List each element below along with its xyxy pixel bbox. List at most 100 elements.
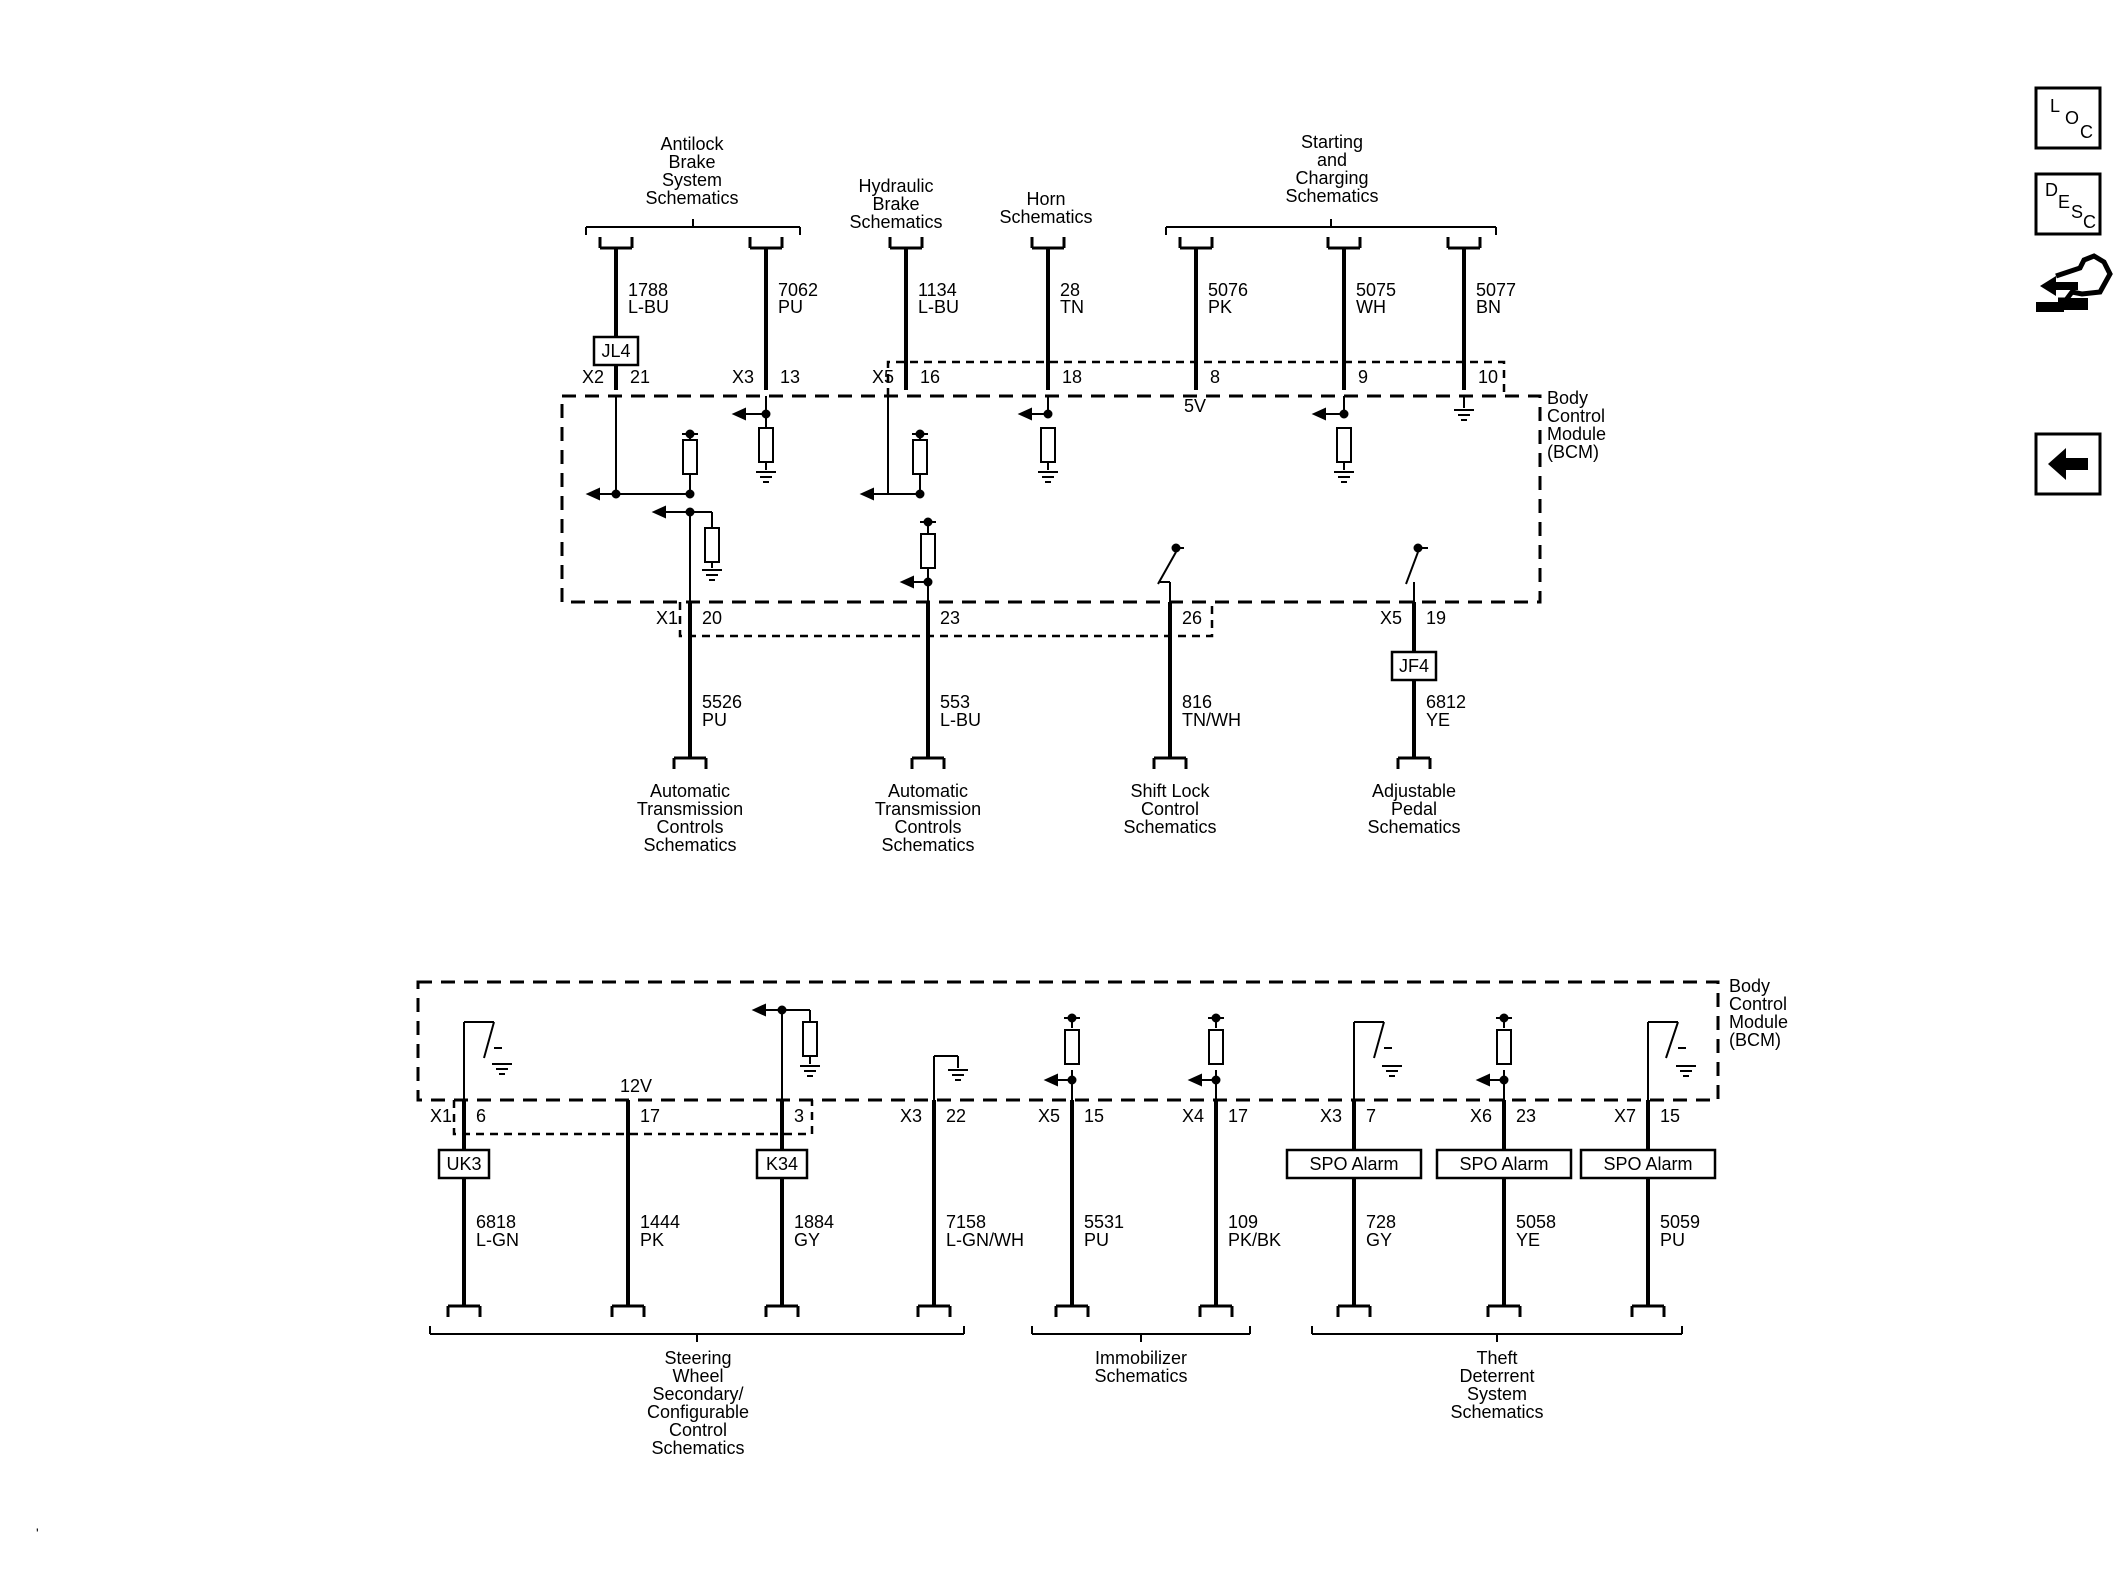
splice-jl4: JL4 xyxy=(601,341,630,361)
group-label-steering: Secondary/ xyxy=(652,1384,743,1404)
pin-number: 3 xyxy=(794,1106,804,1126)
wire-color: GY xyxy=(794,1230,820,1250)
splice-box xyxy=(1579,1148,1717,1180)
group-label-charging: and xyxy=(1317,150,1347,170)
junction-dot xyxy=(1211,1075,1221,1085)
back-button[interactable] xyxy=(2034,432,2102,496)
voltage-label: 5V xyxy=(1184,396,1206,416)
wire-color: L-GN/WH xyxy=(946,1230,1024,1250)
junction-dot xyxy=(685,507,695,517)
connector-id: X1 xyxy=(430,1106,452,1126)
junction-dot xyxy=(1043,409,1053,419)
connector-id: X4 xyxy=(1182,1106,1204,1126)
bcm-label: Body xyxy=(1547,388,1588,408)
destination-label: Controls xyxy=(894,817,961,837)
pin-number: 8 xyxy=(1210,367,1220,387)
wire-circuit: 5059 xyxy=(1660,1212,1700,1232)
bcm-label: Body xyxy=(1729,976,1770,996)
pin-number: 10 xyxy=(1478,367,1498,387)
group-label-horn: Schematics xyxy=(999,207,1092,227)
bcm-label: Control xyxy=(1729,994,1787,1014)
connector-id: X3 xyxy=(732,367,754,387)
left-arrow-icon xyxy=(2048,448,2088,480)
group-label-immobilizer: Immobilizer xyxy=(1095,1348,1187,1368)
connector-id: X3 xyxy=(900,1106,922,1126)
resistor xyxy=(920,533,936,569)
wire-circuit: 816 xyxy=(1182,692,1212,712)
splice-box: SPO Alarm xyxy=(1309,1154,1398,1174)
group-label-steering: Schematics xyxy=(651,1438,744,1458)
destination-label: Schematics xyxy=(1367,817,1460,837)
connector-x1-bottom-outline xyxy=(452,1100,814,1136)
wire-circuit: 5531 xyxy=(1084,1212,1124,1232)
splice-box: K34 xyxy=(766,1154,798,1174)
resistor xyxy=(1208,1029,1224,1065)
bcm-label: (BCM) xyxy=(1729,1030,1781,1050)
splice-box: SPO Alarm xyxy=(1459,1154,1548,1174)
loc-button[interactable]: L O C xyxy=(2034,86,2102,150)
wire-color: PU xyxy=(1660,1230,1685,1250)
arrow-icon xyxy=(1475,1073,1490,1087)
arrow-icon xyxy=(899,575,914,589)
wire-circuit: 1788 xyxy=(628,280,668,300)
wire-circuit: 5077 xyxy=(1476,280,1516,300)
group-label-abs: System xyxy=(662,170,722,190)
diagram-lines xyxy=(416,219,1720,1342)
pin-number: 15 xyxy=(1084,1106,1104,1126)
arrow-icon xyxy=(731,407,746,421)
wire-color: L-BU xyxy=(628,297,669,317)
group-label-abs: Brake xyxy=(668,152,715,172)
group-label-abs: Antilock xyxy=(660,134,724,154)
group-label-theft: Deterrent xyxy=(1459,1366,1534,1386)
arrow-icon xyxy=(859,487,874,501)
resistor xyxy=(758,427,774,463)
group-label-steering: Steering xyxy=(664,1348,731,1368)
pin-number: 23 xyxy=(1516,1106,1536,1126)
wire-color: PK xyxy=(1208,297,1232,317)
connector-views-icon[interactable] xyxy=(2036,253,2113,312)
pin-number: 13 xyxy=(780,367,800,387)
pin-number: 17 xyxy=(1228,1106,1248,1126)
splice-box: SPO Alarm xyxy=(1603,1154,1692,1174)
wire-color: TN xyxy=(1060,297,1084,317)
wire-circuit: 1444 xyxy=(640,1212,680,1232)
wire-circuit: 7062 xyxy=(778,280,818,300)
connector-id: X3 xyxy=(1320,1106,1342,1126)
resistor xyxy=(704,527,720,563)
junction-dot xyxy=(1499,1075,1509,1085)
wire xyxy=(1665,1021,1679,1059)
wire-color: GY xyxy=(1366,1230,1392,1250)
wire-circuit: 728 xyxy=(1366,1212,1396,1232)
wire-circuit: 5076 xyxy=(1208,280,1248,300)
arrow-icon xyxy=(585,487,600,501)
pin-number: 26 xyxy=(1182,608,1202,628)
connector-id: X6 xyxy=(1470,1106,1492,1126)
wire-circuit: 5075 xyxy=(1356,280,1396,300)
desc-letter-1: D xyxy=(2045,180,2058,200)
connector-id: X5 xyxy=(1038,1106,1060,1126)
wire-circuit: 6818 xyxy=(476,1212,516,1232)
connector-id: X1 xyxy=(656,608,678,628)
resistor xyxy=(1496,1029,1512,1065)
wire-color: PU xyxy=(1084,1230,1109,1250)
bcm-label: Control xyxy=(1547,406,1605,426)
group-label-theft: Theft xyxy=(1476,1348,1517,1368)
arrow-icon xyxy=(1017,407,1032,421)
wire-color: WH xyxy=(1356,297,1386,317)
group-label-immobilizer: Schematics xyxy=(1094,1366,1187,1386)
splice-box: UK3 xyxy=(446,1154,481,1174)
resistor xyxy=(682,439,698,475)
junction-dot xyxy=(1067,1075,1077,1085)
desc-button[interactable]: D E S C xyxy=(2034,172,2102,236)
arrow-icon xyxy=(1187,1073,1202,1087)
wire-circuit: 5058 xyxy=(1516,1212,1556,1232)
destination-label: Automatic xyxy=(888,781,968,801)
junction-dot xyxy=(923,577,933,587)
pin-number: 16 xyxy=(920,367,940,387)
wire-color: PU xyxy=(778,297,803,317)
bcm-dashed-outline-bottom xyxy=(416,980,1720,1102)
junction-dot xyxy=(1067,1013,1077,1023)
desc-letter-3: S xyxy=(2071,202,2083,222)
desc-letter-2: E xyxy=(2058,192,2070,212)
